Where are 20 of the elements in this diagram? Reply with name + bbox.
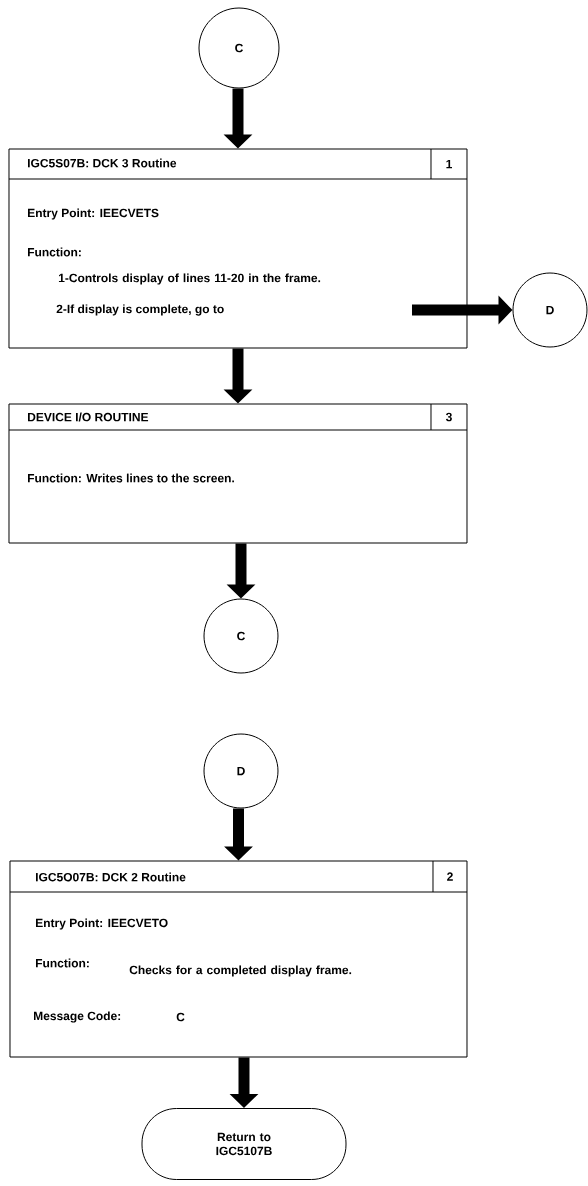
box-title: IGC5O07B: DCK 2 Routine xyxy=(36,872,186,882)
process-box xyxy=(8,148,468,349)
step-number: 1 xyxy=(446,159,452,169)
process-box xyxy=(8,403,468,544)
box-text: Function: xyxy=(28,247,81,257)
box-text: C xyxy=(176,1012,185,1022)
box-text: Function: xyxy=(36,958,89,968)
box-text: Message Code: xyxy=(34,1011,121,1023)
box-text: Entry Point: IEECVETS xyxy=(28,208,159,220)
box-title: IGC5S07B: DCK 3 Routine xyxy=(28,158,177,168)
process-box xyxy=(9,860,468,1058)
box-text: 2-If display is complete, go to xyxy=(56,304,224,316)
terminator: Return to IGC5107B xyxy=(141,1108,347,1180)
box-text: Checks for a completed display frame. xyxy=(129,965,352,977)
box-text: 1-Controls display of lines 11-20 in the frame. xyxy=(58,273,321,285)
box-title: DEVICE I/O ROUTINE xyxy=(28,412,149,422)
step-number: 3 xyxy=(445,412,452,422)
box-text: Entry Point: IEECVETO xyxy=(36,918,168,930)
box-text: Function: Writes lines to the screen. xyxy=(28,473,234,483)
step-number: 2 xyxy=(447,872,453,881)
